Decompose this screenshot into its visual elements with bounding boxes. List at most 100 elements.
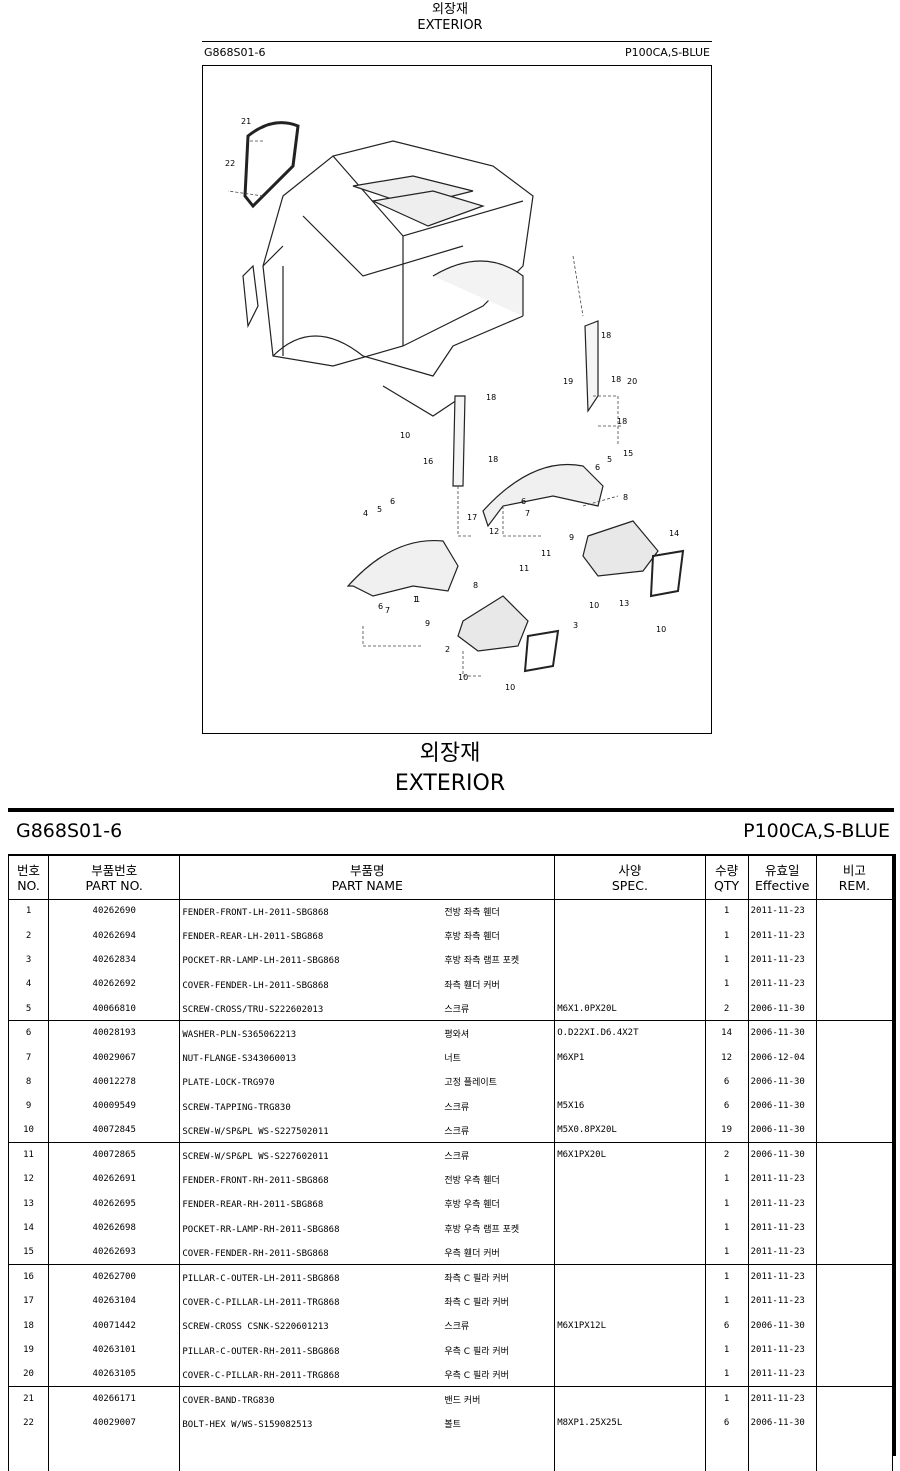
cell-spec (554, 1362, 706, 1387)
callout: 10 (505, 683, 515, 692)
cell-spec (554, 1167, 706, 1192)
cell-no: 14 (7, 1216, 50, 1241)
callout: 20 (627, 377, 637, 386)
exploded-diagram: 21 22 18 19 18 20 18 10 18 16 18 17 15 5… (202, 65, 712, 734)
fender-rear-rh-drawing (582, 520, 659, 577)
cell-spec (554, 1240, 706, 1265)
callout: 9 (569, 533, 574, 542)
cell-remark (815, 947, 894, 973)
pillar-right-drawing (584, 320, 599, 413)
part-name-korean: 후방 우측 휀더 (444, 1200, 500, 1211)
cell-effective: 2006-11-30 (747, 1118, 817, 1143)
callout: 18 (617, 417, 627, 426)
cell-effective: 2011-11-23 (747, 898, 817, 924)
cell-qty: 2 (704, 996, 749, 1021)
callout: 6 (521, 497, 526, 506)
cell-qty: 1 (704, 1167, 749, 1192)
callout: 18 (488, 455, 498, 464)
cell-part-no: 40262691 (48, 1167, 181, 1192)
cell-part-no: 40262698 (48, 1216, 181, 1241)
cell-spec: M6XP1 (554, 1045, 706, 1070)
cell-part-name: POCKET-RR-LAMP-RH-2011-SBG868 후방 우측 램프 포켓 (179, 1216, 556, 1241)
cab-frame-outline (262, 140, 534, 367)
cell-no: 6 (7, 1020, 50, 1046)
part-name-korean: 전방 우측 휀더 (444, 1175, 500, 1186)
cell-qty: 6 (704, 1094, 749, 1119)
part-name-english: COVER-FENDER-LH-2011-SBG868 (182, 980, 329, 991)
cell-effective: 2011-11-23 (747, 1264, 817, 1290)
part-name-english: FENDER-REAR-RH-2011-SBG868 (182, 1200, 324, 1211)
callout: 7 (525, 509, 530, 518)
cell-spec (554, 1264, 706, 1290)
cell-no: 15 (7, 1240, 50, 1265)
callout: 11 (519, 564, 529, 573)
table-right-edge (893, 854, 896, 1456)
fender-front-rh-drawing (482, 463, 604, 528)
part-name-korean: 후방 좌측 램프 포켓 (444, 956, 520, 967)
cell-part-name: FENDER-REAR-RH-2011-SBG868 후방 우측 휀더 (179, 1191, 556, 1217)
callout: 21 (241, 117, 251, 126)
cell-spec (554, 972, 706, 997)
part-name-korean: 좌측 C 필라 커버 (444, 1297, 509, 1308)
cell-remark (815, 1362, 894, 1387)
callout: 15 (623, 449, 633, 458)
part-name-english: POCKET-RR-LAMP-RH-2011-SBG868 (182, 1224, 340, 1235)
cell-part-no: 40262700 (48, 1264, 181, 1290)
cover-band-drawing (243, 121, 300, 209)
cab-exploded-view-drawing: 21 22 18 19 18 20 18 10 18 16 18 17 15 5… (225, 117, 685, 692)
part-name-english: FENDER-FRONT-RH-2011-SBG868 (182, 1175, 329, 1186)
cell-remark (815, 972, 894, 997)
callout: 10 (400, 431, 410, 440)
callout: 10 (458, 673, 468, 682)
cell-spec: M6X1PX20L (554, 1142, 706, 1168)
cell-effective: 2011-11-23 (747, 1191, 817, 1217)
callout: 11 (541, 549, 551, 558)
callout: 19 (563, 377, 573, 386)
part-name-korean: 후방 우측 램프 포켓 (444, 1224, 520, 1235)
callout: 1 (415, 595, 420, 604)
cell-no: 22 (7, 1411, 50, 1436)
cell-qty: 1 (704, 1338, 749, 1363)
cell-part-no: 40262693 (48, 1240, 181, 1265)
cell-no: 20 (7, 1362, 50, 1387)
cell-remark (815, 1069, 894, 1095)
cell-qty: 12 (704, 1045, 749, 1070)
table-filler-row (7, 1435, 894, 1471)
cell-part-no: 40262692 (48, 972, 181, 997)
cell-effective: 2011-11-23 (747, 1167, 817, 1192)
cell-qty: 14 (704, 1020, 749, 1046)
callout: 8 (473, 581, 478, 590)
cell-no: 5 (7, 996, 50, 1021)
cell-effective: 2011-11-23 (747, 1240, 817, 1265)
callout: 5 (607, 455, 612, 464)
cell-effective: 2006-11-30 (747, 1411, 817, 1436)
cell-part-no: 40263105 (48, 1362, 181, 1387)
cell-part-no: 40262694 (48, 923, 181, 948)
part-name-english: SCREW-CROSS CSNK-S220601213 (182, 1322, 329, 1333)
cell-no: 11 (7, 1142, 50, 1168)
